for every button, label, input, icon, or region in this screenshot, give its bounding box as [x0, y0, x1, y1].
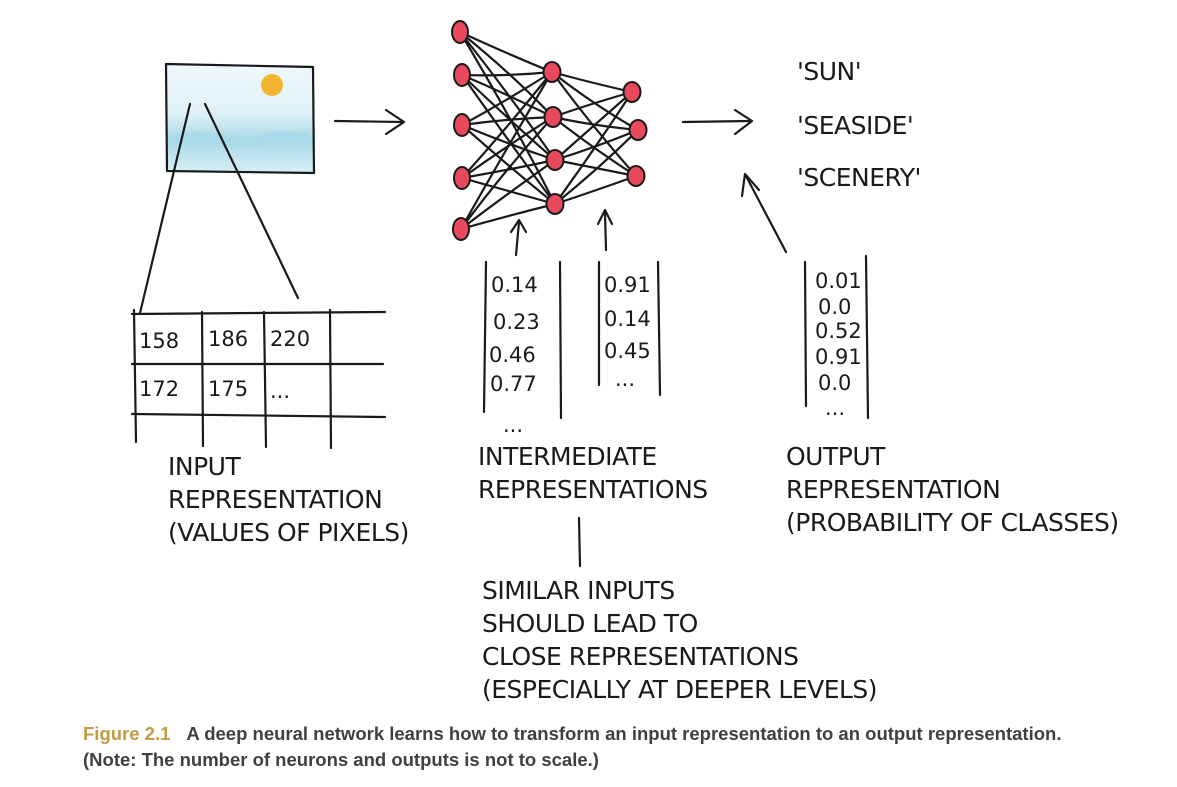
neural-network	[451, 20, 648, 241]
vector-value: 0.52	[815, 319, 862, 343]
neuron-layer-1	[453, 63, 471, 87]
arrow-up-vector-1	[509, 218, 528, 257]
image-to-table-line-right	[203, 102, 300, 300]
arrow-network-to-outputs	[681, 108, 754, 136]
arrow-output-vector-to-labels	[740, 172, 788, 254]
connector-line	[577, 516, 582, 568]
arrow-input-to-network	[333, 108, 406, 136]
network-connection	[553, 90, 634, 162]
caption-line-2: (Note: The number of neurons and outputs…	[83, 749, 599, 770]
svg-text:INPUT: INPUT	[168, 452, 241, 481]
vector-value: ...	[503, 413, 523, 437]
vector-value: 0.01	[815, 269, 862, 293]
diagram-canvas: 158 186 220 172 175 ... 'SUN' 'SEASIDE' …	[130, 20, 1119, 704]
network-connection	[550, 70, 640, 132]
neuron-layer-2	[545, 193, 565, 215]
neuron-layer-1	[451, 20, 469, 44]
network-connection	[551, 90, 634, 119]
output-label-seaside: 'SEASIDE'	[797, 111, 913, 140]
network-connection	[458, 30, 555, 119]
table-cell: 175	[208, 377, 248, 401]
vector-value: 0.14	[604, 307, 651, 331]
vector-value: 0.45	[604, 339, 651, 363]
neuron-layer-1	[453, 166, 471, 190]
neuron-layer-3	[628, 119, 648, 141]
svg-text:REPRESENTATION: REPRESENTATION	[786, 475, 1000, 504]
neuron-layer-2	[542, 61, 562, 83]
svg-text:SHOULD LEAD TO: SHOULD LEAD TO	[482, 609, 698, 638]
network-connection	[459, 70, 554, 231]
network-connection	[553, 128, 640, 206]
label-similar-inputs: SIMILAR INPUTS SHOULD LEAD TO CLOSE REPR…	[482, 576, 878, 704]
caption-line-1: A deep neural network learns how to tran…	[186, 723, 1062, 744]
figure-caption: Figure 2.1 A deep neural network learns h…	[83, 721, 1163, 773]
vector-value: 0.0	[818, 371, 851, 395]
svg-text:OUTPUT: OUTPUT	[786, 442, 886, 471]
neuron-layer-1	[453, 113, 471, 137]
network-connection	[553, 174, 638, 206]
neuron-layer-2	[543, 106, 563, 128]
table-cell: 172	[139, 377, 179, 401]
vector-value: 0.14	[491, 273, 538, 297]
vector-value: 0.91	[815, 345, 862, 369]
svg-text:CLOSE REPRESENTATIONS: CLOSE REPRESENTATIONS	[482, 642, 798, 671]
table-cell: 186	[208, 327, 248, 351]
output-vector	[803, 254, 870, 420]
network-connection	[460, 73, 557, 206]
label-output-representation: OUTPUT REPRESENTATION (PROBABILITY OF CL…	[786, 442, 1119, 537]
image-to-table-line-left	[138, 102, 192, 315]
table-cell: 158	[139, 329, 179, 353]
svg-text:(ESPECIALLY AT DEEPER LEVELS): (ESPECIALLY AT DEEPER LEVELS)	[482, 675, 877, 704]
network-connection	[458, 30, 554, 74]
vector-value: 0.23	[493, 310, 540, 334]
vector-value: 0.46	[489, 343, 536, 367]
svg-text:(PROBABILITY OF CLASSES): (PROBABILITY OF CLASSES)	[786, 508, 1119, 537]
intermediate-vector-1	[482, 260, 563, 420]
figure-number: Figure 2.1	[83, 723, 171, 744]
svg-text:REPRESENTATIONS: REPRESENTATIONS	[478, 475, 708, 504]
label-intermediate-representations: INTERMEDIATE REPRESENTATIONS	[478, 442, 708, 504]
sun-icon	[261, 74, 283, 96]
output-label-scenery: 'SCENERY'	[797, 163, 921, 192]
network-connection	[460, 123, 557, 162]
input-image	[164, 62, 316, 175]
svg-text:(VALUES OF PIXELS): (VALUES OF PIXELS)	[168, 518, 409, 547]
output-label-sun: 'SUN'	[797, 57, 861, 86]
input-table	[130, 308, 387, 450]
network-connection	[460, 73, 557, 162]
neuron-layer-1	[452, 217, 470, 241]
arrow-up-vector-2	[596, 208, 614, 252]
vector-value: 0.0	[818, 295, 851, 319]
label-input-representation: INPUT REPRESENTATION (VALUES OF PIXELS)	[168, 452, 409, 547]
neuron-layer-3	[622, 81, 642, 103]
network-connection	[459, 202, 557, 231]
svg-text:INTERMEDIATE: INTERMEDIATE	[478, 442, 657, 471]
intermediate-vector-2	[597, 260, 662, 397]
network-connection	[460, 176, 557, 206]
table-cell: 220	[270, 327, 310, 351]
network-connection	[460, 70, 554, 127]
vector-value: ...	[825, 396, 845, 420]
network-connection	[459, 158, 557, 231]
vector-value: 0.77	[490, 372, 537, 396]
vector-value: 0.91	[604, 273, 651, 297]
network-connection	[553, 90, 634, 206]
network-connection	[459, 115, 555, 231]
table-cell: ...	[270, 379, 290, 403]
network-connection	[460, 73, 555, 119]
neuron-layer-2	[545, 149, 565, 171]
vector-value: ...	[615, 367, 635, 391]
neuron-layer-3	[626, 165, 646, 187]
svg-text:REPRESENTATION: REPRESENTATION	[168, 485, 382, 514]
network-connection	[460, 70, 554, 180]
network-connection	[460, 123, 557, 206]
svg-text:SIMILAR INPUTS: SIMILAR INPUTS	[482, 576, 675, 605]
